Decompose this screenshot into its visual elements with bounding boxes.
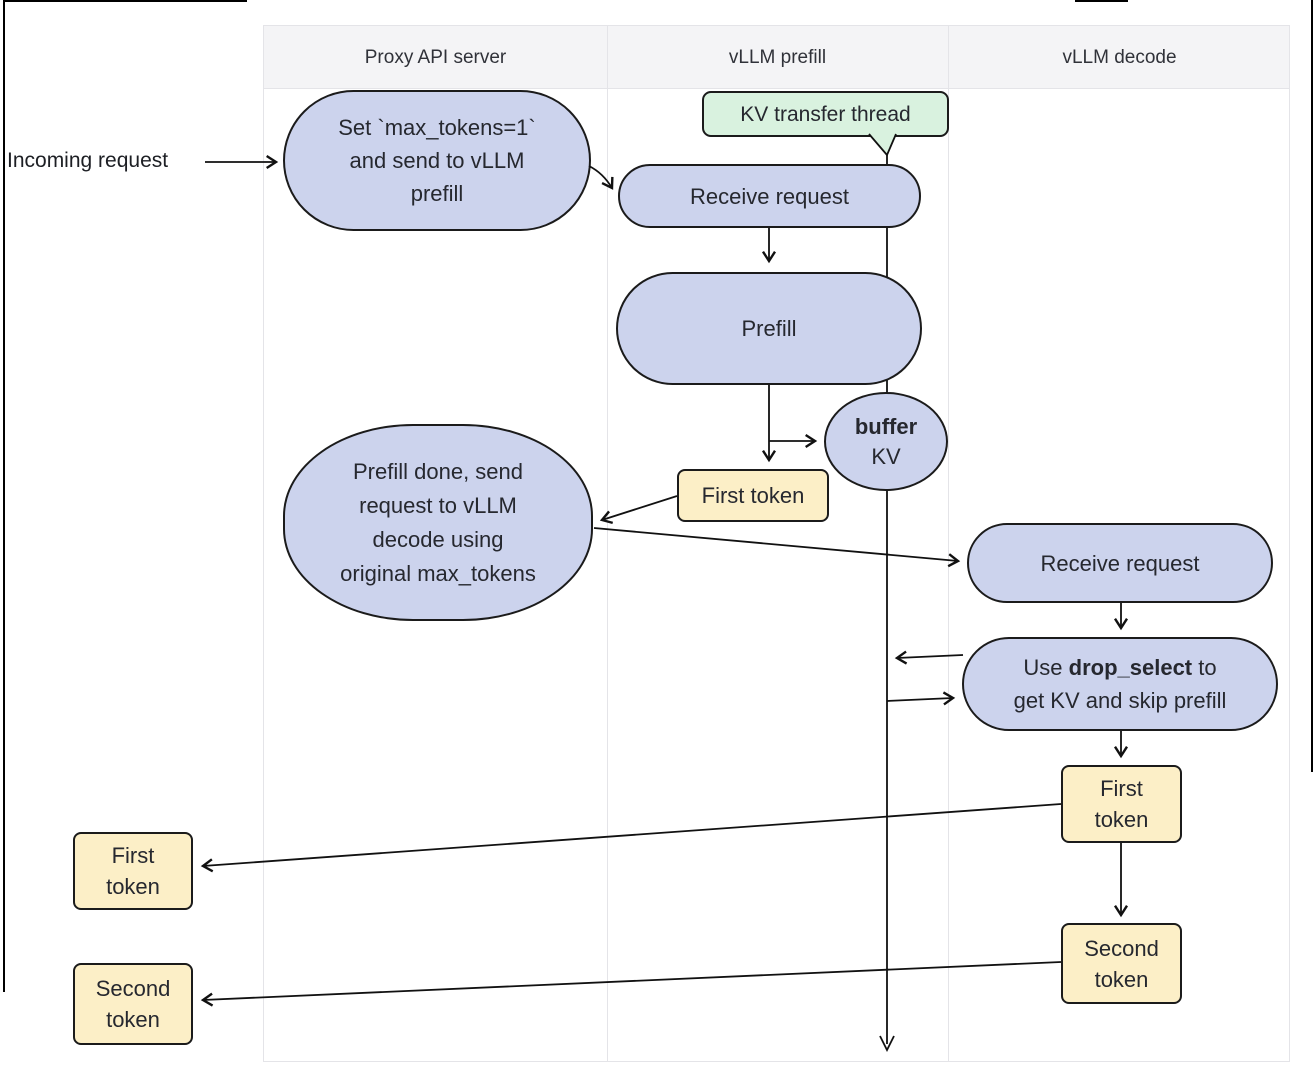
box-first-token-client-line2: token (106, 874, 160, 899)
frame-border-top (3, 0, 247, 2)
box-first-token-decode: First token (1061, 765, 1182, 843)
lane-divider-2 (948, 26, 949, 1061)
node-drop-select-line1: Use drop_select to (1023, 655, 1217, 680)
box-second-token-client-line1: Second (95, 976, 171, 1001)
lane-title-vllm-prefill: vLLM prefill (728, 47, 827, 68)
box-second-token-client-line2: token (106, 1007, 160, 1032)
lane-title-vllm-decode: vLLM decode (1062, 47, 1177, 68)
box-second-token-decode-line1: Second (1084, 935, 1159, 961)
box-first-token-decode-line1: First (1100, 776, 1143, 801)
node-receive-request-decode-label: Receive request (1040, 550, 1200, 576)
node-set-max-tokens-line2: and send to vLLM (349, 148, 525, 173)
node-prefill-done-line2: request to vLLM (359, 492, 517, 518)
node-receive-request-decode: Receive request (967, 523, 1273, 603)
callout-kv-transfer-thread-label: KV transfer thread (740, 102, 911, 126)
box-first-token-client: First token (73, 832, 193, 910)
node-set-max-tokens-line1: Set `max_tokens=1` (338, 115, 536, 140)
box-first-token-prefill: First token (677, 469, 829, 522)
drop-select-bold: drop_select (1068, 655, 1193, 680)
node-drop-select-line2: get KV and skip prefill (1013, 688, 1227, 713)
frame-border-left (3, 0, 5, 992)
lane-divider-1 (607, 26, 608, 1061)
node-buffer-kv: buffer KV (824, 392, 948, 491)
node-prefill-done-line3: decode using (372, 526, 504, 552)
node-prefill-done-line1: Prefill done, send (353, 458, 523, 484)
frame-border-right (1311, 0, 1313, 772)
box-first-token-client-line1: First (111, 843, 155, 868)
callout-tail (868, 133, 897, 156)
frame-border-top-right (1075, 0, 1128, 2)
box-first-token-prefill-label: First token (701, 483, 805, 508)
box-first-token-decode-line2: token (1094, 807, 1149, 832)
node-set-max-tokens: Set `max_tokens=1` and send to vLLM pref… (283, 90, 591, 231)
node-prefill-done: Prefill done, send request to vLLM decod… (283, 424, 593, 621)
node-buffer-kv-line1: buffer (854, 413, 918, 439)
node-prefill-done-line4: original max_tokens (340, 560, 536, 586)
node-receive-request-prefill: Receive request (618, 164, 921, 228)
node-buffer-kv-line2: KV (871, 443, 901, 469)
node-prefill-label: Prefill (741, 316, 797, 341)
box-second-token-client: Second token (73, 963, 193, 1045)
label-incoming-request: Incoming request (7, 149, 169, 172)
node-prefill: Prefill (616, 272, 922, 385)
box-second-token-decode: Second token (1061, 923, 1182, 1004)
node-set-max-tokens-line3: prefill (410, 181, 464, 206)
node-receive-request-prefill-label: Receive request (690, 183, 849, 209)
box-second-token-decode-line2: token (1094, 966, 1149, 992)
node-drop-select: Use drop_select to get KV and skip prefi… (962, 637, 1278, 731)
lane-header-band (264, 26, 1289, 89)
callout-kv-transfer-thread: KV transfer thread (702, 91, 949, 137)
lane-title-proxy-api-server: Proxy API server (364, 47, 507, 68)
